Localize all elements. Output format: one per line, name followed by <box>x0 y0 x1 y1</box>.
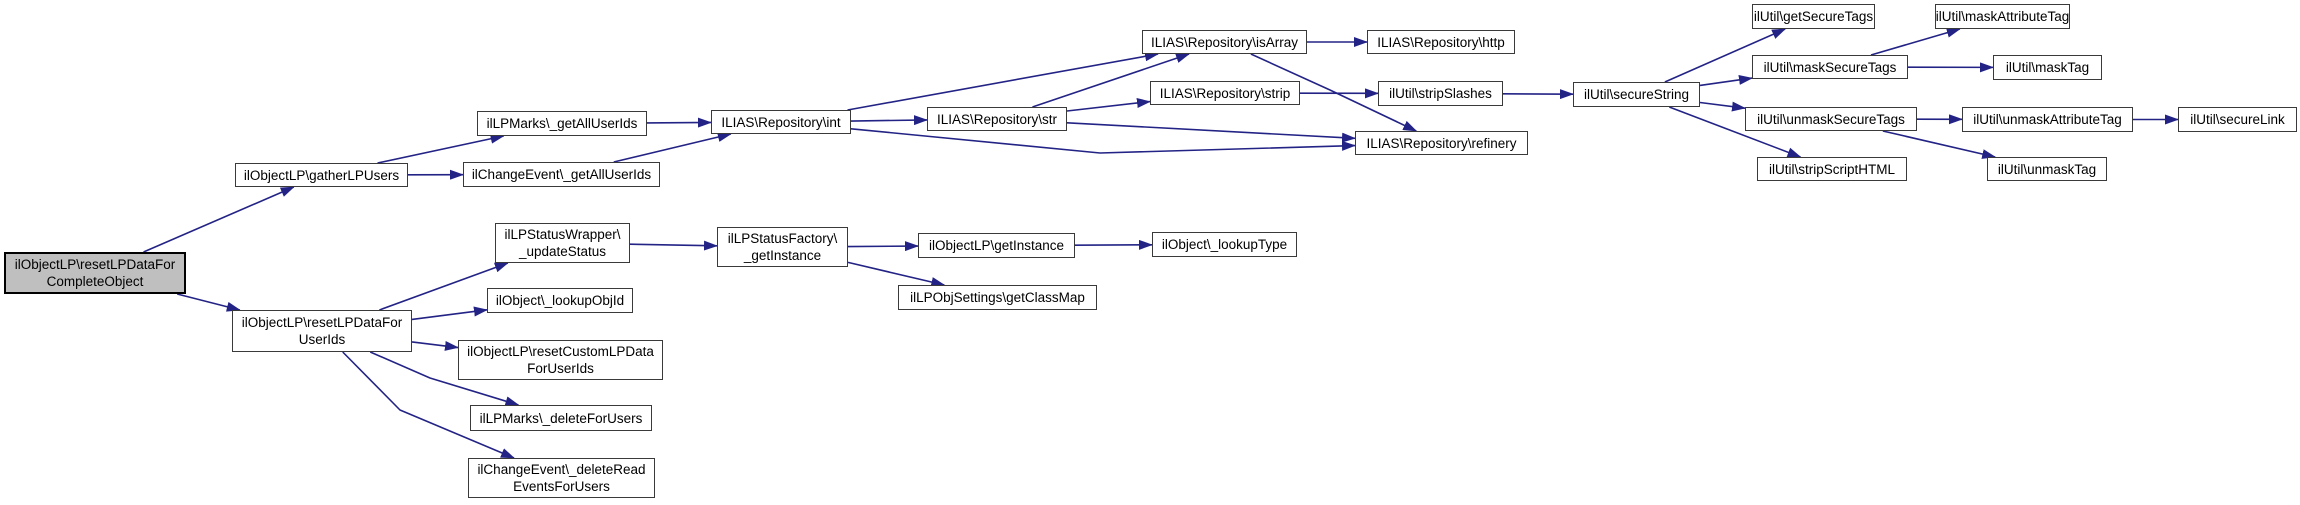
edge-resetLPDataForUserIds-to-lpStatusWrapperUpdateStatus <box>379 262 509 311</box>
node-label: ilObject\_lookupObjId <box>495 293 625 308</box>
node-label: ILIAS\Repository\int <box>721 114 841 130</box>
node-gatherLPUsers[interactable]: ilObjectLP\gatherLPUsers <box>235 163 408 187</box>
node-label: ilChangeEvent\_deleteRead <box>477 462 646 477</box>
edge-gatherLPUsers-to-lpMarksGetAllUserIds <box>377 133 505 164</box>
node-objectLookupType[interactable]: ilObject\_lookupType <box>1152 232 1297 257</box>
node-label: ilObjectLP\resetCustomLPData <box>467 344 654 359</box>
node-label: _updateStatus <box>518 244 607 259</box>
node-repoStrip[interactable]: ILIAS\Repository\strip <box>1150 81 1300 105</box>
edge-repoStr-to-repoIsArray <box>1032 53 1190 108</box>
edge-maskSecureTags-to-maskAttributeTag <box>1870 27 1961 56</box>
node-repoInt[interactable]: ILIAS\Repository\int <box>711 110 851 134</box>
node-maskSecureTags[interactable]: ilUtil\maskSecureTags <box>1752 55 1908 79</box>
node-label: ilUtil\stripScriptHTML <box>1768 161 1895 177</box>
node-label: ilLPObjSettings\getClassMap <box>910 290 1085 305</box>
node-label: ilUtil\maskTag <box>2005 60 2090 75</box>
node-label: ilUtil\unmaskSecureTags <box>1757 111 1905 127</box>
node-label: ForUserIds <box>527 361 594 376</box>
node-label: ILIAS\Repository\strip <box>1159 85 1291 101</box>
edge-lpStatusFactoryGetInstance-to-lpObjSettingsGetClassMap <box>847 261 946 287</box>
edge-secureString-to-getSecureTags <box>1664 28 1787 83</box>
node-label: ilLPMarks\_getAllUserIds <box>486 116 638 131</box>
node-repoIsArray[interactable]: ILIAS\Repository\isArray <box>1142 30 1307 54</box>
edge-unmaskSecureTags-to-unmaskTag <box>1882 130 1997 159</box>
node-maskTag[interactable]: ilUtil\maskTag <box>1993 55 2102 80</box>
node-lpMarksGetAllUserIds[interactable]: ilLPMarks\_getAllUserIds <box>477 111 647 136</box>
node-label: ilObjectLP\resetLPDataFor <box>14 257 176 272</box>
node-unmaskSecureTags[interactable]: ilUtil\unmaskSecureTags <box>1745 107 1917 131</box>
node-label: CompleteObject <box>46 274 144 289</box>
node-getSecureTags[interactable]: ilUtil\getSecureTags <box>1752 4 1875 29</box>
node-label: ILIAS\Repository\http <box>1377 34 1505 50</box>
node-label: _getInstance <box>743 248 822 263</box>
node-repoHttp[interactable]: ILIAS\Repository\http <box>1367 30 1515 54</box>
node-lpStatusFactoryGetInstance[interactable]: ilLPStatusFactory\ _getInstance <box>717 227 848 267</box>
edge-resetLPDataForCompleteObject-to-resetLPDataForUserIds <box>176 293 241 312</box>
node-label: ilObjectLP\resetLPDataFor <box>241 315 403 330</box>
edge-changeEventGetAllUserIds-to-repoInt <box>613 132 732 163</box>
edge-repoStr-to-repoRefinery <box>1066 121 1356 143</box>
node-lpMarksDeleteForUsers[interactable]: ilLPMarks\_deleteForUsers <box>470 405 652 431</box>
edge-repoInt-to-repoStr <box>850 115 928 126</box>
node-label: ilLPMarks\_deleteForUsers <box>479 410 643 426</box>
node-repoStr[interactable]: ILIAS\Repository\str <box>927 107 1067 131</box>
node-unmaskAttributeTag[interactable]: ilUtil\unmaskAttributeTag <box>1962 107 2133 132</box>
edge-resetLPDataForUserIds-to-objectLookupObjId <box>411 306 488 321</box>
node-objectLPGetInstance[interactable]: ilObjectLP\getInstance <box>918 233 1075 258</box>
edge-repoIsArray-to-repoRefinery <box>1250 53 1418 132</box>
node-label: ilLPStatusFactory\ <box>727 231 838 246</box>
node-label: ilUtil\stripSlashes <box>1389 86 1492 101</box>
node-label: ilObject\_lookupType <box>1161 237 1288 252</box>
edge-lpStatusWrapperUpdateStatus-to-lpStatusFactoryGetInstance <box>629 240 718 251</box>
node-maskAttributeTag[interactable]: ilUtil\maskAttributeTag <box>1935 4 2070 29</box>
node-label: ilUtil\maskSecureTags <box>1763 59 1897 75</box>
node-stripSlashes[interactable]: ilUtil\stripSlashes <box>1378 81 1503 106</box>
edge-repoStr-to-repoStrip <box>1066 98 1151 112</box>
node-stripScriptHTML[interactable]: ilUtil\stripScriptHTML <box>1757 157 1907 181</box>
node-label: ilUtil\secureString <box>1583 87 1690 102</box>
node-label: ilUtil\maskAttributeTag <box>1935 9 2070 24</box>
node-label: ilObjectLP\gatherLPUsers <box>243 167 400 183</box>
node-label: ilUtil\getSecureTags <box>1753 9 1874 24</box>
node-label: UserIds <box>298 332 346 347</box>
node-label: ILIAS\Repository\str <box>936 111 1058 127</box>
edge-resetLPDataForUserIds-to-resetCustomLPDataForUserIds <box>411 341 459 351</box>
node-objectLookupObjId[interactable]: ilObject\_lookupObjId <box>487 288 633 313</box>
edge-secureString-to-unmaskSecureTags <box>1699 101 1746 112</box>
node-unmaskTag[interactable]: ilUtil\unmaskTag <box>1987 157 2107 181</box>
node-secureLink[interactable]: ilUtil\secureLink <box>2178 107 2297 132</box>
node-repoRefinery[interactable]: ILIAS\Repository\refinery <box>1355 131 1528 155</box>
node-label: ilChangeEvent\_getAllUserIds <box>471 167 652 182</box>
node-label: ilUtil\unmaskTag <box>1997 161 2097 177</box>
node-label: EventsForUsers <box>513 479 610 494</box>
edge-secureString-to-stripScriptHTML <box>1669 106 1802 158</box>
edge-resetLPDataForUserIds-to-lpMarksDeleteForUsers <box>369 351 520 406</box>
node-lpObjSettingsGetClassMap[interactable]: ilLPObjSettings\getClassMap <box>898 285 1097 310</box>
node-lpStatusWrapperUpdateStatus[interactable]: ilLPStatusWrapper\ _updateStatus <box>495 223 630 263</box>
node-label: ILIAS\Repository\refinery <box>1366 135 1517 151</box>
node-label: ilUtil\unmaskAttributeTag <box>1973 112 2122 127</box>
node-label: ilLPStatusWrapper\ <box>504 227 621 242</box>
edge-repoInt-to-repoRefinery <box>850 128 1356 154</box>
node-label: ilObjectLP\getInstance <box>928 238 1065 253</box>
node-label: ilUtil\secureLink <box>2190 112 2285 127</box>
edge-secureString-to-maskSecureTags <box>1699 74 1753 87</box>
edge-resetLPDataForUserIds-to-deleteReadEventsForUsers <box>342 351 515 459</box>
edge-resetLPDataForCompleteObject-to-gatherLPUsers <box>143 186 295 253</box>
node-secureString[interactable]: ilUtil\secureString <box>1573 82 1700 107</box>
node-label: ILIAS\Repository\isArray <box>1150 34 1299 50</box>
edge-repoInt-to-repoIsArray <box>847 51 1159 111</box>
node-changeEventGetAllUserIds[interactable]: ilChangeEvent\_getAllUserIds <box>463 162 660 187</box>
